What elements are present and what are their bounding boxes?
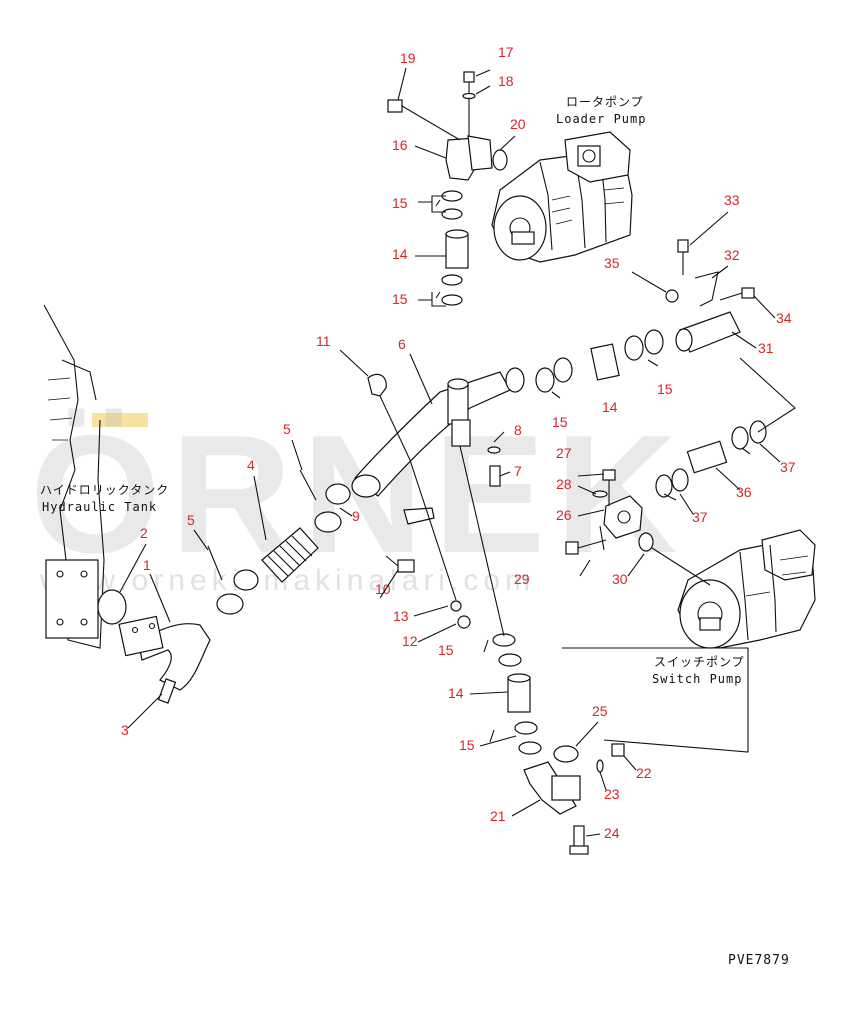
misc-parts (157, 199, 751, 743)
callout: 10 (375, 581, 391, 597)
callout: 15 (392, 291, 408, 307)
callout: 14 (448, 685, 464, 701)
callout: 33 (724, 192, 740, 208)
callout: 28 (556, 476, 572, 492)
callout: 13 (393, 608, 409, 624)
elbow-26 (603, 495, 643, 539)
callout: 23 (604, 786, 620, 802)
callout: 9 (352, 508, 360, 524)
hose-14-lower (507, 677, 531, 713)
callout: 22 (636, 765, 652, 781)
watermark-accent-bar (92, 413, 148, 427)
suction-pipe-6 (351, 367, 525, 498)
callout: 37 (692, 509, 708, 525)
hydraulic-tank-label-en: Hydraulic Tank (42, 500, 157, 514)
right-hose-group (535, 239, 796, 498)
callout: 21 (490, 808, 506, 824)
callout-numbers: 19 17 18 20 16 15 14 15 33 35 32 34 31 1… (121, 44, 796, 841)
loader-pump-label-en: Loader Pump (556, 112, 646, 126)
clamp-5-left (233, 569, 259, 591)
clip-11 (367, 373, 387, 397)
switch-fittings (565, 469, 711, 586)
callout: 14 (392, 246, 408, 262)
callout: 32 (724, 247, 740, 263)
gasket-2 (97, 589, 127, 625)
tank-flange-plate (45, 559, 99, 639)
callout: 25 (592, 703, 608, 719)
hose-36 (686, 440, 728, 474)
watermark: ÖRNEK www.ornekismakinalari.com (30, 400, 687, 597)
callout: 30 (612, 571, 628, 587)
hose-14-upper (445, 233, 469, 269)
o-ring-20 (492, 149, 508, 171)
callout: 15 (657, 381, 673, 397)
leader-lines (119, 67, 781, 837)
callout: 34 (776, 310, 792, 326)
callout: 29 (514, 571, 530, 587)
callout: 31 (758, 340, 774, 356)
callout: 15 (459, 737, 475, 753)
callout: 26 (556, 507, 572, 523)
loader-pump (491, 131, 633, 263)
callout: 11 (316, 333, 331, 349)
elbow-21 (523, 761, 577, 815)
switch-pump-label-jp: スイッチポンプ (654, 655, 745, 669)
callout: 5 (283, 421, 291, 437)
callout: 16 (392, 137, 408, 153)
callout: 15 (438, 642, 454, 658)
callout: 20 (510, 116, 526, 132)
callout: 37 (780, 459, 796, 475)
o-ring-30 (638, 532, 654, 552)
hydraulic-tank-label-jp: ハイドロリックタンク (40, 483, 169, 497)
callout: 15 (552, 414, 568, 430)
callout: 3 (121, 722, 129, 738)
gasket-25 (553, 745, 579, 763)
hydraulic-tank (43, 304, 127, 649)
callout: 18 (498, 73, 514, 89)
callout: 36 (736, 484, 752, 500)
callout: 35 (604, 255, 620, 271)
callout: 8 (514, 422, 522, 438)
drawing-code: PVE7879 (728, 953, 790, 968)
switch-pump (677, 529, 816, 649)
upper-hose-group (387, 71, 508, 306)
loader-pump-label-jp: ロータポンプ (566, 95, 644, 109)
hose-14-right (590, 343, 620, 381)
callout: 4 (247, 457, 255, 473)
bellows-hose-4 (261, 527, 319, 583)
bracket-9 (403, 507, 435, 525)
callout: 1 (143, 557, 151, 573)
callout: 6 (398, 336, 406, 352)
callout: 17 (498, 44, 514, 60)
callout: 5 (187, 512, 195, 528)
elbow-pipe-1 (118, 615, 211, 691)
callout: 15 (392, 195, 408, 211)
callout: 19 (400, 50, 416, 66)
part-labels: ロータポンプ Loader Pump ハイドロリックタンク Hydraulic … (40, 95, 790, 968)
callout: 27 (556, 445, 572, 461)
callout: 2 (140, 525, 148, 541)
callout: 12 (402, 633, 418, 649)
callout: 7 (514, 463, 522, 479)
switch-pump-label-en: Switch Pump (652, 672, 742, 686)
clamp-5-right (314, 511, 342, 533)
callout: 24 (604, 825, 620, 841)
lower-hose-group (492, 633, 749, 855)
watermark-brand: ÖRNEK (30, 400, 687, 588)
callout: 14 (602, 399, 618, 415)
